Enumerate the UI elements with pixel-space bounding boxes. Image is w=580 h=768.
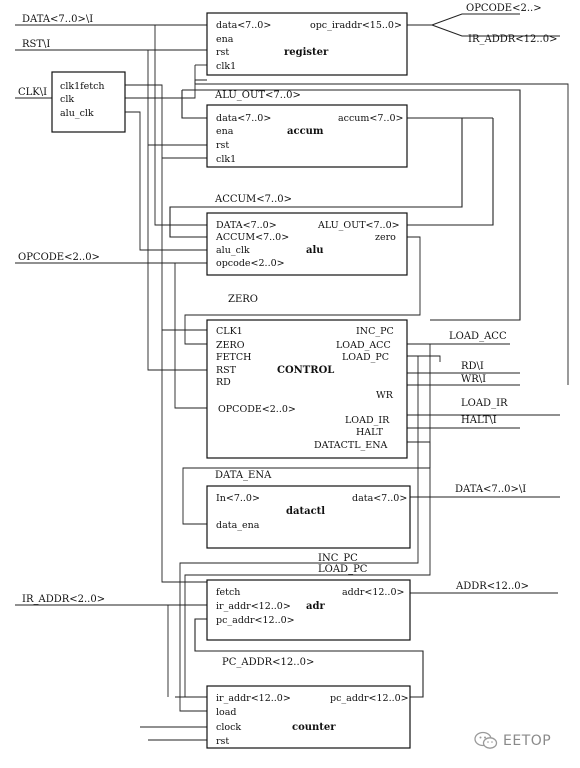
label-opcode-out: OPCODE<2..> bbox=[466, 3, 542, 14]
register-port-data: data<7..0> bbox=[216, 20, 271, 31]
accum-port-accum: accum<7..0> bbox=[338, 113, 403, 124]
control-port-wr: WR bbox=[376, 390, 394, 401]
control-port-zero: ZERO bbox=[216, 340, 245, 351]
datactl-title: datactl bbox=[286, 506, 325, 517]
register-port-clk1: clk1 bbox=[216, 61, 236, 72]
clkgen-box bbox=[51, 71, 126, 133]
register-port-opc-iraddr: opc_iraddr<15..0> bbox=[310, 20, 402, 31]
counter-port-rst: rst bbox=[216, 736, 229, 747]
control-box bbox=[206, 319, 408, 459]
control-title: CONTROL bbox=[277, 365, 334, 376]
adr-port-ir-addr: ir_addr<12..0> bbox=[216, 601, 291, 612]
accum-port-data: data<7..0> bbox=[216, 113, 271, 124]
accum-block: data<7..0> ena rst clk1 accum<7..0> accu… bbox=[206, 104, 408, 168]
control-port-rst: RST bbox=[216, 365, 237, 376]
wechat-icon bbox=[474, 731, 498, 749]
accum-box bbox=[206, 104, 408, 168]
register-port-rst: rst bbox=[216, 47, 229, 58]
adr-title: adr bbox=[306, 601, 325, 612]
label-rd: RD\I bbox=[461, 361, 484, 372]
alu-block: DATA<7..0> ACCUM<7..0> alu_clk opcode<2.… bbox=[206, 212, 408, 276]
clkgen-port-alu-clk: alu_clk bbox=[60, 108, 94, 119]
counter-box bbox=[206, 685, 411, 749]
control-port-load-pc: LOAD_PC bbox=[342, 352, 389, 363]
counter-port-pc-addr: pc_addr<12..0> bbox=[330, 693, 409, 704]
label-addr-out: ADDR<12..0> bbox=[455, 581, 529, 592]
alu-port-data: DATA<7..0> bbox=[216, 220, 277, 231]
label-inc-pc: INC_PC bbox=[318, 553, 358, 564]
datactl-block: In<7..0> data_ena data<7..0> datactl bbox=[206, 485, 411, 549]
alu-box bbox=[206, 212, 408, 276]
label-ir-addr-in: IR_ADDR<2..0> bbox=[22, 594, 105, 605]
watermark-text: EETOP bbox=[503, 733, 552, 749]
register-port-ena: ena bbox=[216, 34, 234, 45]
accum-port-clk1: clk1 bbox=[216, 154, 236, 165]
counter-block: ir_addr<12..0> load clock rst pc_addr<12… bbox=[206, 685, 411, 749]
datactl-port-data-ena: data_ena bbox=[216, 520, 260, 531]
datactl-box bbox=[206, 485, 411, 549]
control-port-inc-pc: INC_PC bbox=[356, 326, 394, 337]
alu-port-accum: ACCUM<7..0> bbox=[215, 232, 289, 243]
control-port-opcode: OPCODE<2..0> bbox=[218, 404, 296, 415]
label-data-ena: DATA_ENA bbox=[215, 470, 272, 481]
label-halt: HALT\I bbox=[461, 415, 497, 426]
label-wr: WR\I bbox=[461, 374, 486, 385]
alu-port-alu-clk: alu_clk bbox=[216, 245, 250, 256]
register-box bbox=[206, 12, 408, 76]
adr-block: fetch ir_addr<12..0> pc_addr<12..0> addr… bbox=[206, 579, 411, 641]
accum-title: accum bbox=[287, 126, 324, 137]
counter-port-load: load bbox=[216, 707, 237, 718]
counter-title: counter bbox=[292, 722, 336, 733]
label-load-pc: LOAD_PC bbox=[318, 564, 368, 575]
label-pc-addr: PC_ADDR<12..0> bbox=[222, 657, 314, 668]
label-alu-out-bus: ALU_OUT<7..0> bbox=[214, 90, 301, 101]
control-port-datactl-ena: DATACTL_ENA bbox=[314, 440, 388, 451]
adr-port-fetch: fetch bbox=[216, 587, 240, 598]
alu-port-zero: zero bbox=[375, 232, 396, 243]
label-load-acc: LOAD_ACC bbox=[449, 331, 507, 342]
label-data-out: DATA<7..0>\I bbox=[455, 484, 526, 495]
label-rst-in: RST\I bbox=[22, 39, 50, 50]
clkgen-block: clk1fetch clk alu_clk bbox=[51, 71, 126, 133]
label-zero: ZERO bbox=[228, 294, 258, 305]
alu-title: alu bbox=[306, 245, 324, 256]
label-opcode-bus: OPCODE<2..0> bbox=[18, 252, 100, 263]
clkgen-port-clk: clk bbox=[60, 94, 74, 105]
adr-port-pc-addr: pc_addr<12..0> bbox=[216, 615, 295, 626]
counter-port-ir-addr: ir_addr<12..0> bbox=[216, 693, 291, 704]
accum-port-ena: ena bbox=[216, 126, 234, 137]
clkgen-port-clk1fetch: clk1fetch bbox=[60, 81, 105, 92]
control-port-rd: RD bbox=[216, 377, 231, 388]
register-block: data<7..0> ena rst clk1 opc_iraddr<15..0… bbox=[206, 12, 408, 76]
label-clk-in: CLK\I bbox=[18, 87, 47, 98]
control-port-load-acc: LOAD_ACC bbox=[336, 340, 391, 351]
alu-port-alu-out: ALU_OUT<7..0> bbox=[317, 220, 400, 231]
control-port-halt: HALT bbox=[356, 427, 384, 438]
datactl-port-in: In<7..0> bbox=[216, 493, 260, 504]
control-port-fetch: FETCH bbox=[216, 352, 251, 363]
adr-box bbox=[206, 579, 411, 641]
control-port-load-ir: LOAD_IR bbox=[345, 415, 390, 426]
datactl-port-data: data<7..0> bbox=[352, 493, 407, 504]
label-accum-bus: ACCUM<7..0> bbox=[214, 194, 292, 205]
watermark: EETOP bbox=[474, 731, 551, 751]
label-data-in: DATA<7..0>\I bbox=[22, 14, 93, 25]
label-load-ir: LOAD_IR bbox=[461, 398, 508, 409]
label-ir-addr-out: IR_ADDR<12..0> bbox=[468, 34, 557, 45]
register-title: register bbox=[284, 47, 329, 58]
signal-labels: DATA<7..0>\I RST\I CLK\I OPCODE<2..> IR_… bbox=[18, 3, 557, 668]
control-block: CLK1 ZERO FETCH RST RD OPCODE<2..0> INC_… bbox=[206, 319, 408, 459]
counter-port-clock: clock bbox=[216, 722, 241, 733]
wires bbox=[15, 13, 569, 741]
alu-port-opcode: opcode<2..0> bbox=[216, 258, 285, 269]
control-port-clk1: CLK1 bbox=[216, 326, 243, 337]
accum-port-rst: rst bbox=[216, 140, 229, 151]
adr-port-addr: addr<12..0> bbox=[342, 587, 404, 598]
